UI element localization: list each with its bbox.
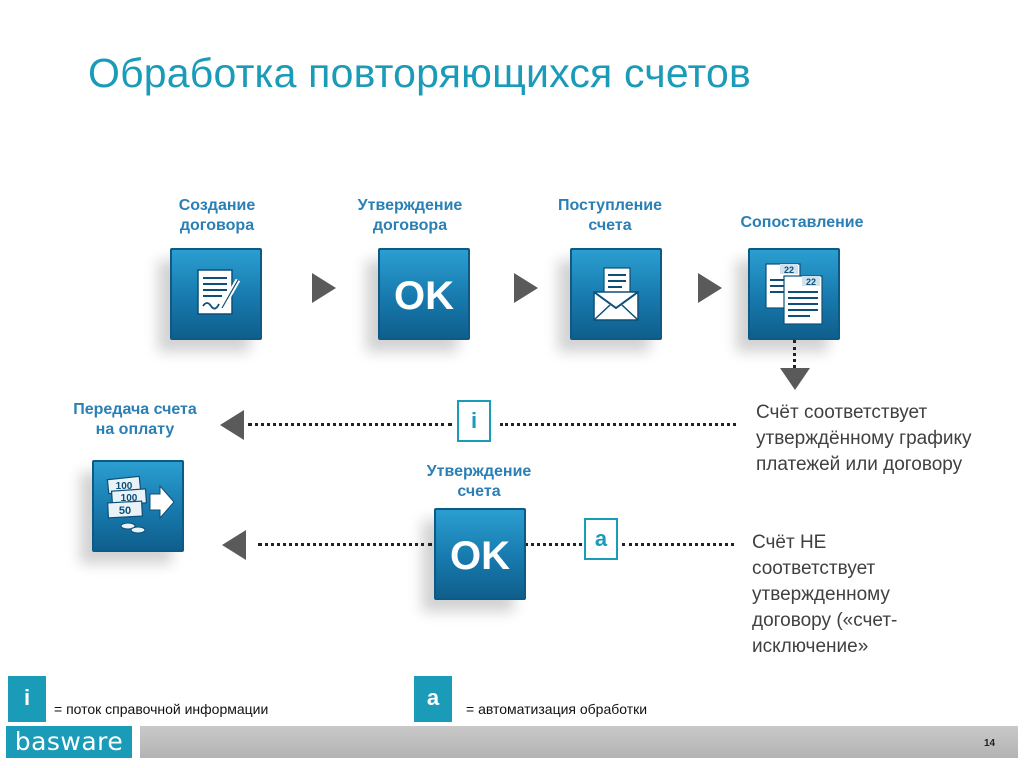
step-label-line1: Поступление [557,197,662,214]
step-label-line1: Создание [178,197,256,214]
legend-info-frame: i [8,676,46,722]
dotted-connector [622,543,734,546]
document-number-text: 22 [784,265,794,275]
mismatch-line3: утвержденному [752,584,890,605]
ok-icon: OK [378,248,470,340]
envelope-invoice-icon [570,248,662,340]
dotted-connector [258,543,432,546]
mismatch-description: Счёт НЕ соответствует утвержденному дого… [752,530,1002,660]
step-label-matching: Сопоставление [720,213,884,233]
step-label-line1: Утверждение [426,463,532,480]
ok-icon: OK [434,508,526,600]
step-label-line1: Утверждение [357,197,463,214]
legend-info-badge: i [10,678,44,720]
banknote-text: 100 [121,493,138,504]
dotted-connector [500,423,736,426]
dotted-connector [793,340,796,368]
step-label-approve-invoice: Утверждение счета [404,462,554,502]
info-flow-badge: i [457,400,491,442]
step-label-line1: Передача счета [73,401,197,418]
match-line1: Счёт соответствует [756,402,928,423]
step-label-approve-contract: Утверждение договора [340,196,480,236]
step-label-payment: Передача счета на оплату [50,400,220,440]
mismatch-line2: соответствует [752,558,876,579]
document-number-text: 22 [806,277,816,287]
legend-info-text: = поток справочной информации [54,701,269,717]
money-transfer-icon: 100 100 50 [92,460,184,552]
flow-arrow-right-icon [514,273,538,303]
legend-auto-frame: a [414,676,452,722]
slide-title: Обработка повторяющихся счетов [88,50,751,96]
banknote-text: 100 [116,481,133,492]
step-label-line2: на оплату [95,421,175,438]
step-label-invoice-arrival: Поступление счета [540,196,680,236]
step-label-line2: счета [588,217,632,234]
basware-logo: basware [6,726,132,758]
banknote-text: 50 [119,505,131,517]
match-line2: утверждённому графику [756,428,972,449]
flow-arrow-left-icon [220,410,244,440]
legend-auto-badge: a [416,678,450,720]
step-label-line1: Сопоставление [740,214,864,231]
mismatch-line1: Счёт НЕ [752,532,827,553]
mismatch-line5: исключение» [752,636,869,657]
match-description: Счёт соответствует утверждённому графику… [756,400,1024,478]
dotted-connector [248,423,452,426]
ok-icon-text: OK [450,534,510,578]
footer-band [140,726,1018,758]
match-line3: платежей или договору [756,454,963,475]
step-label-create-contract: Создание договора [150,196,284,236]
contract-document-icon [170,248,262,340]
page-number: 14 [984,738,996,749]
flow-arrow-right-icon [698,273,722,303]
flow-arrow-left-icon [222,530,246,560]
step-label-line2: договора [179,217,255,234]
step-label-line2: счета [457,483,501,500]
mismatch-line4: договору («счет- [752,610,898,631]
step-label-line2: договора [372,217,448,234]
automation-badge: a [584,518,618,560]
flow-arrow-down-icon [780,368,810,390]
ok-icon-text: OK [394,274,454,318]
flow-arrow-right-icon [312,273,336,303]
dotted-connector [520,543,582,546]
matching-documents-icon: 22 22 [748,248,840,340]
legend-auto-text: = автоматизация обработки [466,701,648,717]
